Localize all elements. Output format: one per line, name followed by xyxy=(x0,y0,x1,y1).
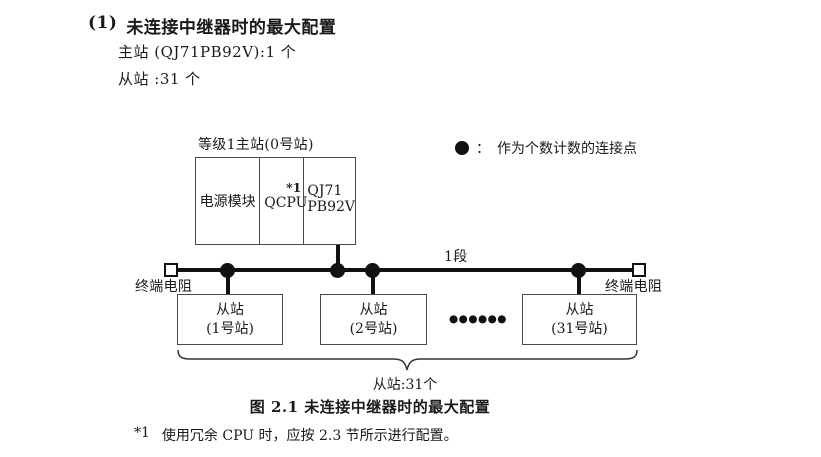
slave-name: 从站 xyxy=(565,301,594,318)
slave-name: 从站 xyxy=(359,301,388,318)
slave1-drop-line xyxy=(226,272,230,295)
slave-station-no: (31号站) xyxy=(551,320,608,337)
bus-line xyxy=(171,268,641,272)
slave-box-2: 从站 (2号站) xyxy=(320,294,427,345)
qj71-label-line2: PB92V xyxy=(307,199,355,216)
underbrace xyxy=(177,349,638,371)
connection-point xyxy=(330,263,345,278)
connection-point xyxy=(365,263,380,278)
terminator-right-label: 终端电阻 xyxy=(605,279,663,295)
master-count-line: 主站 (QJ71PB92V):1 个 xyxy=(118,43,297,61)
footnote-text: 使用冗余 CPU 时，应按 2.3 节所示进行配置。 xyxy=(161,428,458,444)
section-heading: (1) 未连接中继器时的最大配置 xyxy=(88,13,336,38)
terminator-left-icon xyxy=(164,263,178,277)
connection-point xyxy=(571,263,586,278)
section-title: 未连接中继器时的最大配置 xyxy=(126,18,337,38)
qj71-label-line1: QJ71 xyxy=(307,183,343,199)
qj71pb92v-cell: QJ71 PB92V xyxy=(304,158,355,244)
power-module-cell: 电源模块 xyxy=(196,158,261,244)
segment-label: 1段 xyxy=(444,249,468,265)
footnote: *1 使用冗余 CPU 时，应按 2.3 节所示进行配置。 xyxy=(134,425,458,445)
slave-station-no: (1号站) xyxy=(206,320,254,337)
qcpu-label: QCPU xyxy=(264,195,308,211)
master-drop-line xyxy=(336,245,340,268)
power-module-label: 电源模块 xyxy=(199,194,256,210)
slave-name: 从站 xyxy=(216,301,244,318)
brace-label: 从站:31个 xyxy=(372,377,438,393)
terminator-left-label: 终端电阻 xyxy=(135,279,193,295)
slave-box-31: 从站 (31号站) xyxy=(522,294,637,345)
footnote-reference: *1 xyxy=(286,180,302,195)
legend-text: 作为个数计数的连接点 xyxy=(497,141,637,157)
figure-caption: 图 2.1 未连接中继器时的最大配置 xyxy=(249,398,491,416)
connection-point-icon xyxy=(455,141,469,155)
slave-station-no: (2号站) xyxy=(349,320,398,337)
slave2-drop-line xyxy=(371,272,375,295)
footnote-marker: *1 xyxy=(134,425,150,441)
legend: ： 作为个数计数的连接点 xyxy=(455,138,637,158)
slave31-drop-line xyxy=(577,272,581,295)
slave-box-1: 从站 (1号站) xyxy=(177,294,283,345)
connection-point xyxy=(220,263,235,278)
section-number: (1) xyxy=(88,13,118,33)
slave-count-line: 从站 :31 个 xyxy=(118,70,201,88)
terminator-right-icon xyxy=(632,263,646,277)
master-station-label: 等级1主站(0号站) xyxy=(198,137,314,153)
legend-separator: ： xyxy=(476,141,490,157)
ellipsis-dots: ●●●●●● xyxy=(449,313,507,325)
qcpu-cell: *1 QCPU xyxy=(260,158,308,244)
master-station-box: 电源模块 *1 QCPU QJ71 PB92V xyxy=(195,157,356,245)
